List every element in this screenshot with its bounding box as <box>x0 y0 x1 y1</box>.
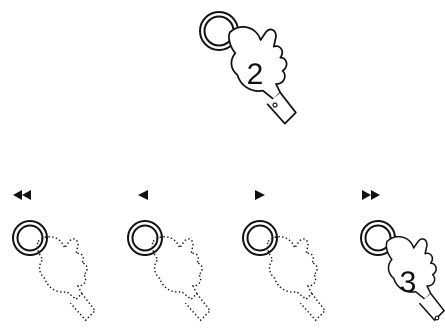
fast-forward-icon <box>362 190 380 200</box>
transport-buttons: 3 <box>13 190 444 320</box>
hand-icon-dotted <box>37 237 95 321</box>
next-icon <box>255 190 265 200</box>
step-number-bottom: 3 <box>400 266 417 299</box>
cuff-dot <box>273 103 277 107</box>
previous-step <box>128 190 210 320</box>
cuff-dot <box>435 316 439 320</box>
hand-icon-dotted <box>152 237 210 321</box>
fast-forward-step: 3 <box>361 190 444 320</box>
next-step <box>243 190 325 320</box>
rewind-step <box>13 190 95 320</box>
rewind-icon <box>13 190 31 200</box>
hand-icon-dotted <box>267 237 325 321</box>
step-number-top: 2 <box>247 58 264 91</box>
previous-icon <box>138 190 148 200</box>
top-step: 2 <box>200 12 296 124</box>
